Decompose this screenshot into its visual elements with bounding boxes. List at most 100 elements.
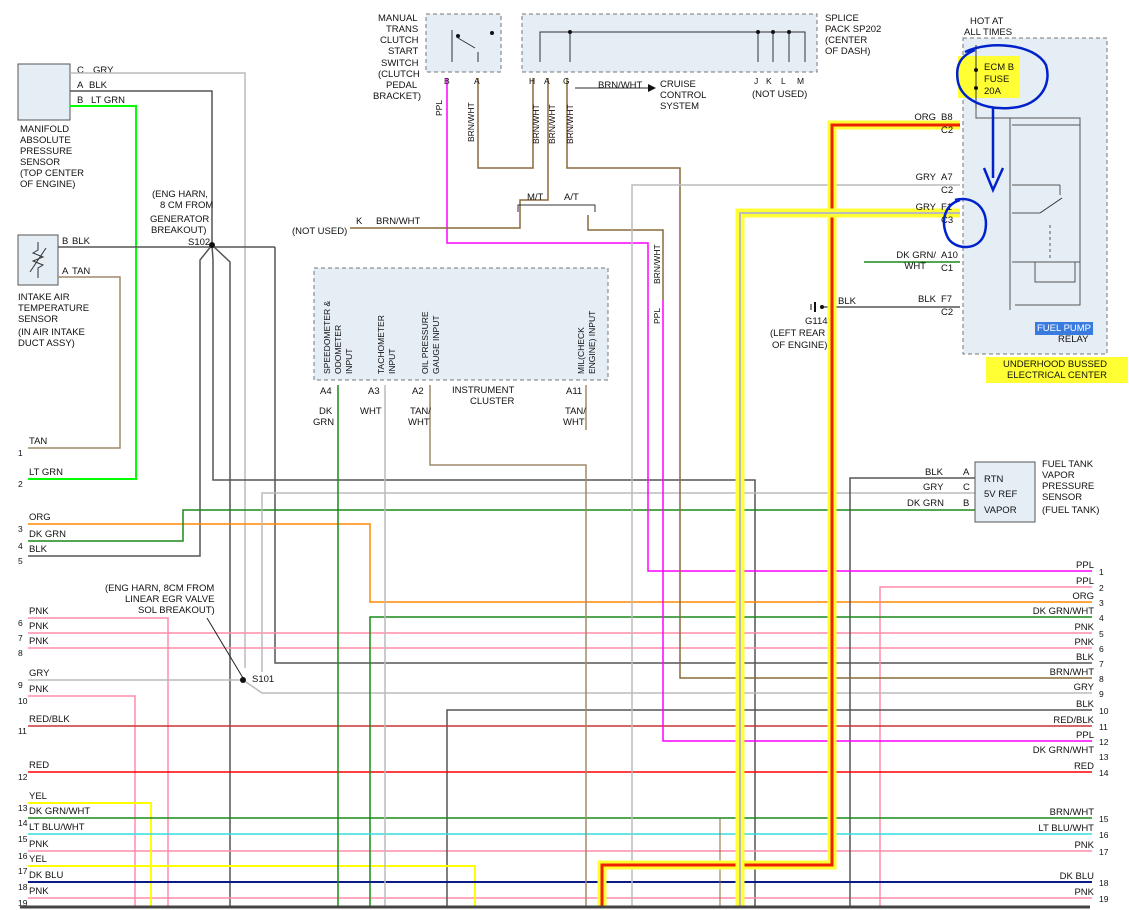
relay-wire-A7: GRY bbox=[916, 172, 937, 183]
map-line-2: ABSOLUTE bbox=[20, 135, 71, 146]
left-pin-19: 19 bbox=[18, 898, 28, 908]
left-wire-label-1: TAN bbox=[29, 436, 47, 447]
wire-ppl-12 bbox=[662, 300, 1092, 742]
iat-pin-b: B bbox=[62, 236, 68, 247]
vapor-line-3: PRESSURE bbox=[1042, 481, 1094, 492]
right-pin-14: 14 bbox=[1099, 768, 1109, 778]
fuse-highlight bbox=[958, 56, 1020, 98]
relay-conn-F7: C2 bbox=[941, 307, 953, 318]
right-wire-label-14: RED bbox=[1074, 761, 1094, 772]
vapor-inner-1: RTN bbox=[984, 474, 1003, 485]
splice-not-used: (NOT USED) bbox=[752, 89, 807, 100]
cruise-wire: BRN/WHT bbox=[598, 80, 643, 91]
mt-at-bracket: M/T A/T (NOT USED) K BRN/WHT bbox=[292, 192, 596, 237]
mt-label: M/T bbox=[527, 192, 544, 203]
wire-brnwht-k bbox=[350, 215, 521, 229]
wire-s102-blk-4 bbox=[274, 247, 1092, 664]
right-pin-8: 8 bbox=[1099, 674, 1104, 684]
relay-pin-F1: F1 bbox=[941, 202, 952, 213]
relay-conn-A10: C1 bbox=[941, 263, 953, 274]
map-pin-b: B bbox=[77, 95, 83, 106]
vapor-inner-2: 5V REF bbox=[984, 489, 1017, 500]
blue-markup bbox=[942, 44, 1049, 249]
cluster-in1-l3: INPUT bbox=[344, 349, 354, 375]
left-wire-label-5: BLK bbox=[29, 544, 48, 555]
at-label: A/T bbox=[564, 192, 579, 203]
ground-g114: BLK G114 (LEFT REAR OF ENGINE) bbox=[770, 296, 857, 351]
splice-wire-h: BRN/WHT bbox=[531, 104, 541, 144]
right-wire-label-2: PPL bbox=[1076, 576, 1094, 587]
splice-line-1: SPLICE bbox=[825, 13, 859, 24]
left-wire-label-6: PNK bbox=[29, 606, 49, 617]
clutch-line-2: TRANS bbox=[386, 24, 418, 35]
iat-wire-a: TAN bbox=[72, 266, 90, 277]
markup-down-arrow bbox=[982, 108, 1005, 194]
clutch-pin-b: B bbox=[444, 76, 450, 86]
splice-line-3: (CENTER bbox=[825, 35, 867, 46]
left-pin-12: 12 bbox=[18, 772, 28, 782]
right-pin-4: 4 bbox=[1099, 613, 1104, 623]
left-wire-label-3: ORG bbox=[29, 512, 51, 523]
left-wire-label-9: GRY bbox=[29, 668, 50, 679]
right-wire-label-8: BRN/WHT bbox=[1050, 667, 1095, 678]
wire-ppl-clutch bbox=[446, 78, 1092, 572]
splice-wire-a: BRN/WHT bbox=[547, 104, 557, 144]
wire-brnwht-at bbox=[587, 215, 664, 300]
cluster-in4-l1: MIL(CHECK bbox=[576, 327, 586, 374]
iat-pin-a: A bbox=[62, 266, 69, 277]
cruise-line-3: SYSTEM bbox=[660, 101, 699, 112]
right-wire-label-15: BRN/WHT bbox=[1050, 807, 1095, 818]
instrument-cluster: SPEEDOMETER & ODOMETER INPUT TACHOMETER … bbox=[313, 244, 662, 428]
cluster-in3-l2: GAUGE INPUT bbox=[431, 315, 441, 374]
right-pin-10: 10 bbox=[1099, 706, 1109, 716]
left-pin-10: 10 bbox=[18, 696, 28, 706]
cluster-pin-a2: A2 bbox=[412, 386, 424, 397]
relay-pin-A10: A10 bbox=[941, 250, 958, 261]
splice-pin-a: A bbox=[544, 76, 550, 86]
wire-dkgrnwht-r4 bbox=[369, 616, 1092, 908]
wire-cluster-a2 bbox=[429, 385, 587, 908]
left-wire-label-13: YEL bbox=[29, 791, 47, 802]
wire-pnk-6 bbox=[28, 617, 169, 908]
right-pin-11: 11 bbox=[1099, 722, 1108, 732]
left-pin-5: 5 bbox=[18, 556, 23, 566]
left-wire-label-15: LT BLU/WHT bbox=[29, 822, 85, 833]
k-wire: BRN/WHT bbox=[376, 216, 421, 227]
map-wire-a: BLK bbox=[89, 80, 108, 91]
right-wire-label-13: DK GRN/WHT bbox=[1033, 745, 1094, 756]
vapor-line-2: VAPOR bbox=[1042, 470, 1075, 481]
s101-label: S101 bbox=[252, 674, 274, 685]
markup-fuse-circle bbox=[956, 44, 1049, 110]
map-pin-a: A bbox=[77, 80, 84, 91]
left-pin-15: 15 bbox=[18, 834, 28, 844]
fuse-line-2: FUSE bbox=[984, 74, 1009, 85]
map-wire-b: LT GRN bbox=[91, 95, 125, 106]
iat-line-1: INTAKE AIR bbox=[18, 292, 70, 303]
cluster-in2-l1: TACHOMETER bbox=[376, 315, 386, 374]
vapor-wire-b: DK GRN bbox=[907, 498, 944, 509]
left-wire-label-8: PNK bbox=[29, 636, 49, 647]
cluster-in4-l2: ENGINE) INPUT bbox=[587, 311, 597, 374]
left-pin-11: 11 bbox=[18, 726, 27, 736]
iat-sensor: B BLK A TAN INTAKE AIR TEMPERATURE SENSO… bbox=[17, 234, 91, 349]
wires bbox=[28, 72, 1092, 908]
clutch-line-7: PEDAL bbox=[386, 80, 417, 91]
map-line-6: OF ENGINE) bbox=[20, 179, 75, 190]
right-pin-12: 12 bbox=[1099, 737, 1109, 747]
left-wire-label-19: PNK bbox=[29, 886, 49, 897]
wire-map-blk bbox=[70, 90, 213, 245]
iat-line-5: DUCT ASSY) bbox=[18, 338, 75, 349]
right-pin-1: 1 bbox=[1099, 567, 1104, 577]
left-pin-13: 13 bbox=[18, 803, 28, 813]
wire-yel-13 bbox=[28, 802, 152, 908]
right-wire-label-4: DK GRN/WHT bbox=[1033, 606, 1094, 617]
clutch-line-5: SWITCH bbox=[381, 58, 419, 69]
s102-label: S102 bbox=[188, 237, 210, 248]
cruise-line-1: CRUISE bbox=[660, 79, 696, 90]
clutch-line-8: BRACKET) bbox=[373, 91, 421, 102]
left-wire-label-4: DK GRN bbox=[29, 529, 66, 540]
vapor-inner-3: VAPOR bbox=[984, 505, 1017, 516]
right-wire-label-6: PNK bbox=[1074, 637, 1094, 648]
relay-wire-F1: GRY bbox=[916, 202, 937, 213]
